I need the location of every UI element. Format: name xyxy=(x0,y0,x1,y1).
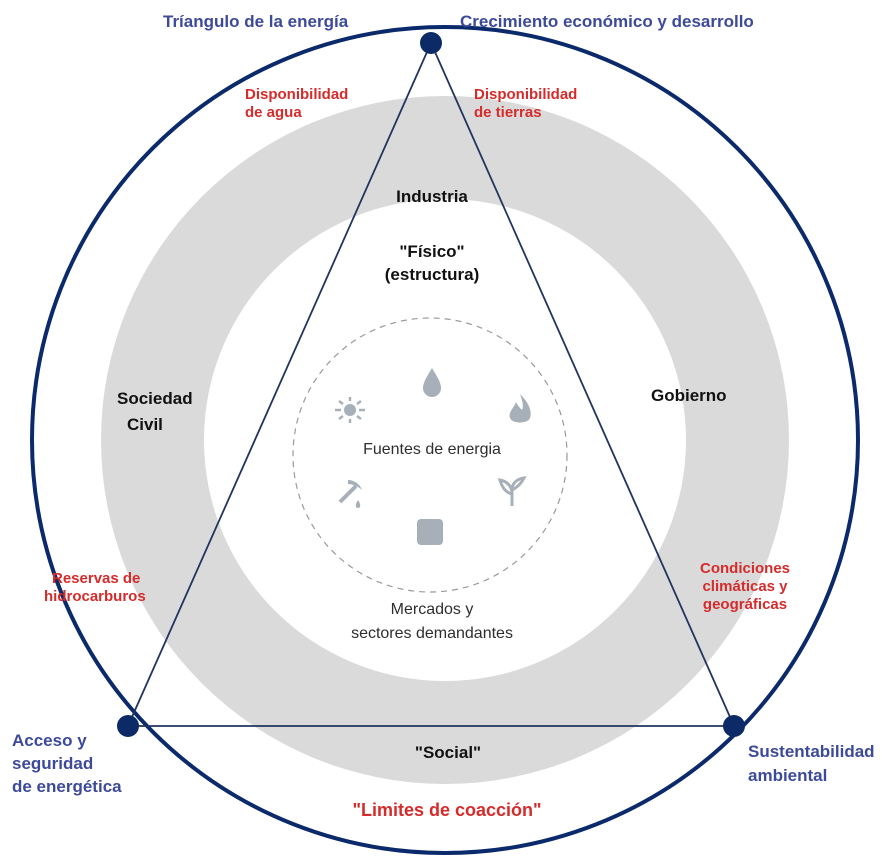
vertex-label-top: Crecimiento económico y desarrollo xyxy=(460,12,754,31)
constraint-bottom: "Limites de coacción" xyxy=(352,800,542,820)
uranium-icon xyxy=(417,519,443,545)
mining-icon xyxy=(338,480,362,508)
energy-sources-dashed-circle xyxy=(292,317,568,593)
fisico-line-2: (estructura) xyxy=(384,264,480,284)
constraint-land: Disponibilidad de tierras xyxy=(474,86,577,122)
vertex-left-line-1: Acceso y xyxy=(12,731,87,750)
plant-icon xyxy=(497,476,527,506)
inner-label-fisico: "Físico" (estructura) xyxy=(385,241,479,287)
constraint-climate: Condiciones climáticas y geográficas xyxy=(700,560,790,614)
inner-circle xyxy=(204,199,686,681)
inner-label-fuentes: Fuentes de energia xyxy=(363,441,501,458)
constraint-climate-line-2: climáticas y xyxy=(702,578,788,595)
vertex-right-line-1: Sustentabilidad xyxy=(748,742,875,761)
constraint-water: Disponibilidad de agua xyxy=(245,86,348,122)
vertex-label-left: Acceso y seguridad de energética xyxy=(12,730,122,799)
mercados-line-1: Mercados y xyxy=(390,601,474,618)
constraint-water-line-2: de agua xyxy=(245,104,302,121)
outer-circle xyxy=(30,25,860,855)
ring-label-sociedad-civil: Sociedad Civil xyxy=(117,386,193,437)
triangle-title: Tríangulo de la energía xyxy=(163,12,349,31)
constraint-water-line-1: Disponibilidad xyxy=(245,86,349,103)
constraint-climate-line-1: Condiciones xyxy=(700,560,791,577)
constraint-hydrocarbons-line-1: Reservas de xyxy=(52,570,141,587)
flame-icon xyxy=(509,394,531,423)
constraint-hydrocarbons: Reservas de hidrocarburos xyxy=(44,570,146,606)
ring-label-industria: Industria xyxy=(396,187,468,206)
mercados-line-2: sectores demandantes xyxy=(351,625,513,642)
ring-label-social: "Social" xyxy=(414,743,482,762)
sun-icon xyxy=(335,397,365,423)
constraint-climate-line-3: geográficas xyxy=(702,596,788,613)
vertex-label-right: Sustentabilidad ambiental xyxy=(748,740,875,788)
vertex-node-top xyxy=(420,32,442,54)
vertex-node-left xyxy=(117,715,139,737)
fisico-line-1: "Físico" xyxy=(399,242,465,261)
constraint-land-line-1: Disponibilidad xyxy=(474,86,578,103)
vertex-node-right xyxy=(723,715,745,737)
vertex-left-line-3: de energética xyxy=(12,776,122,796)
vertex-left-line-2: seguridad xyxy=(12,753,94,773)
energy-triangle xyxy=(126,40,736,727)
constraint-hydrocarbons-line-2: hidrocarburos xyxy=(44,588,146,605)
vertex-right-line-2: ambiental xyxy=(748,765,828,785)
ring-label-gobierno: Gobierno xyxy=(651,386,727,405)
constraint-land-line-2: de tierras xyxy=(474,104,542,121)
inner-label-mercados: Mercados y sectores demandantes xyxy=(351,598,513,646)
sociedad-line-2: Civil xyxy=(127,414,163,434)
water-drop-icon xyxy=(423,368,441,397)
sociedad-line-1: Sociedad xyxy=(117,389,193,408)
